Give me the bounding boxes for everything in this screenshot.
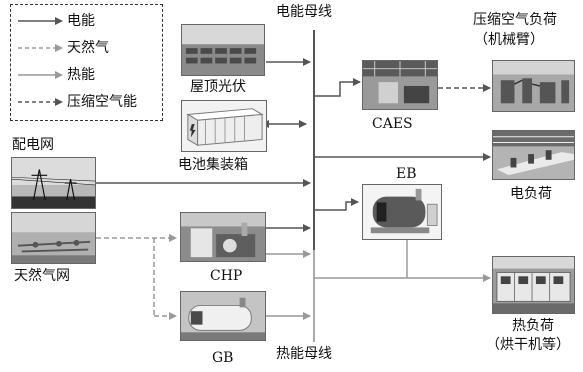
eb-photo: [362, 184, 442, 240]
grid-photo: [11, 157, 96, 209]
air-load-photo: [492, 60, 575, 112]
heat-bus-label: 热能母线: [276, 346, 332, 362]
caes-photo: [362, 60, 438, 110]
electric-load-label: 电负荷: [510, 186, 552, 202]
air-load-sublabel: （机械臂）: [474, 32, 544, 48]
heat-load-photo: [492, 256, 575, 314]
gb-label: GB: [212, 350, 233, 366]
rooftop-pv-photo: [181, 24, 265, 76]
grid-label: 配电网: [12, 137, 54, 153]
eb-label: EB: [396, 166, 417, 182]
heat-load-sublabel: （烘干机等）: [486, 337, 570, 353]
electric-bus-label: 电能母线: [276, 4, 332, 20]
gas-grid-photo: [11, 212, 96, 264]
electric-load-photo: [492, 130, 575, 180]
gas-grid-label: 天然气网: [14, 268, 70, 284]
heat-load-label: 热负荷: [512, 318, 554, 334]
pv-label: 屋顶光伏: [190, 79, 246, 95]
chp-label: CHP: [210, 268, 242, 284]
battery-label: 电池集装箱: [178, 157, 248, 173]
chp-photo: [180, 212, 266, 262]
air-load-label: 压缩空气负荷: [473, 12, 557, 28]
caes-label: CAES: [372, 116, 413, 132]
battery-container-photo: [181, 100, 267, 152]
gb-photo: [180, 291, 266, 341]
